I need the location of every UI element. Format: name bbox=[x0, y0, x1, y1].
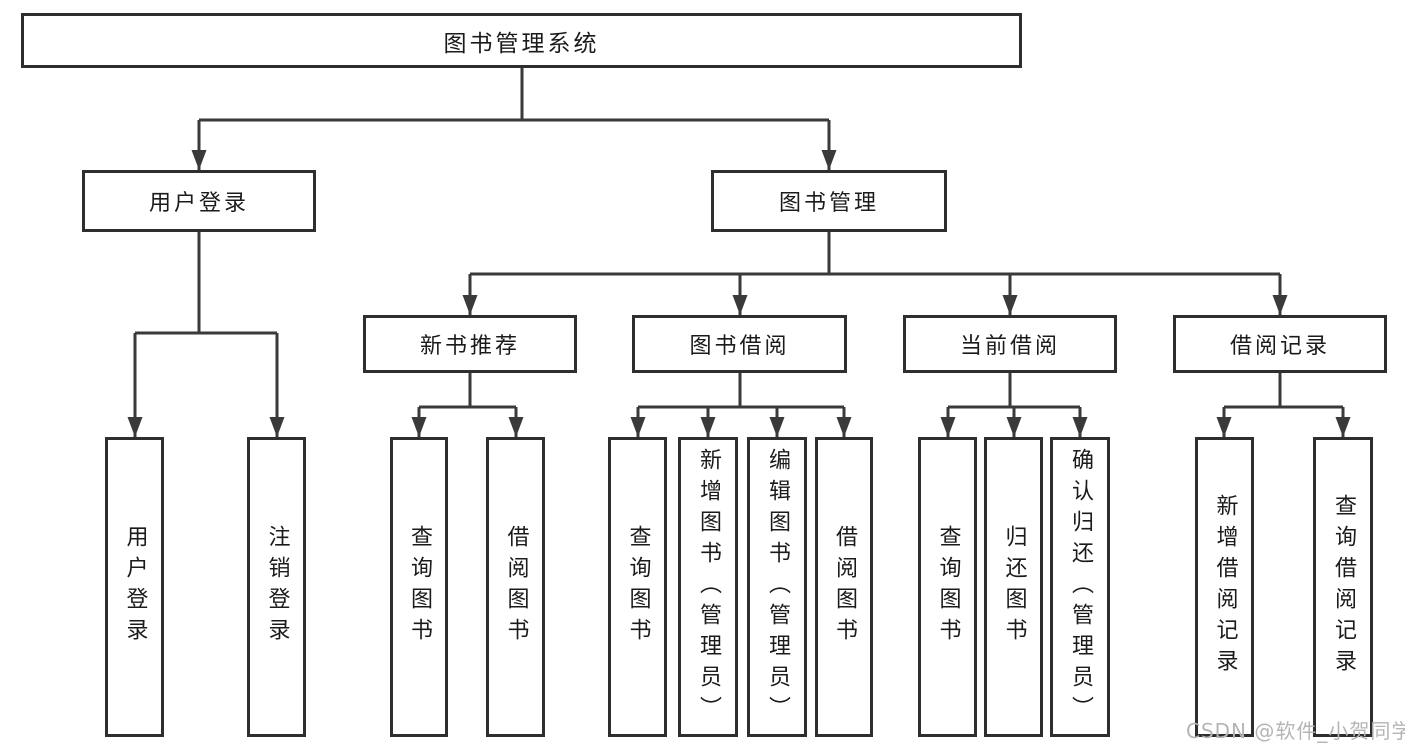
leaf-query-books-recommend: 查询图书 bbox=[390, 437, 448, 737]
leaf-label: 归还图书 bbox=[1001, 525, 1027, 649]
leaf-label: 查询图书 bbox=[935, 525, 961, 649]
leaf-logout: 注销登录 bbox=[247, 437, 306, 737]
leaf-query-books-borrowing: 查询图书 bbox=[608, 437, 667, 737]
node-label: 新书推荐 bbox=[419, 334, 520, 359]
node-label: 图书管理系统 bbox=[443, 30, 600, 57]
leaf-return-book: 归还图书 bbox=[984, 437, 1043, 737]
leaf-label: 编辑图书（管理员） bbox=[765, 447, 790, 727]
leaf-label: 借阅图书 bbox=[503, 525, 529, 649]
leaf-query-borrow-record: 查询借阅记录 bbox=[1313, 437, 1373, 737]
leaf-label: 确认归还（管理员） bbox=[1068, 447, 1093, 727]
csdn-watermark: CSDN @软件_小贺同学 bbox=[1186, 719, 1405, 743]
leaf-label: 新增借阅记录 bbox=[1212, 494, 1238, 680]
node-borrow-records: 借阅记录 bbox=[1173, 315, 1387, 373]
leaf-user-login: 用户登录 bbox=[105, 437, 164, 737]
leaf-label: 新增图书（管理员） bbox=[696, 447, 721, 727]
leaf-add-borrow-record: 新增借阅记录 bbox=[1195, 437, 1254, 737]
node-user-login: 用户登录 bbox=[82, 170, 316, 232]
node-book-borrowing: 图书借阅 bbox=[632, 315, 847, 373]
leaf-confirm-return-admin: 确认归还（管理员） bbox=[1050, 437, 1110, 737]
node-label: 用户登录 bbox=[148, 191, 249, 216]
leaf-query-books-current: 查询图书 bbox=[918, 437, 977, 737]
node-label: 借阅记录 bbox=[1229, 334, 1330, 359]
node-current-borrowing: 当前借阅 bbox=[903, 315, 1117, 373]
node-label: 图书借阅 bbox=[689, 334, 790, 359]
leaf-label: 注销登录 bbox=[264, 525, 290, 649]
node-book-management: 图书管理 bbox=[711, 170, 947, 232]
leaf-borrow-books-recommend: 借阅图书 bbox=[486, 437, 545, 737]
leaf-label: 用户登录 bbox=[122, 525, 148, 649]
node-label: 图书管理 bbox=[778, 191, 879, 216]
leaf-label: 借阅图书 bbox=[832, 525, 857, 649]
leaf-edit-book-admin: 编辑图书（管理员） bbox=[747, 437, 807, 737]
leaf-label: 查询借阅记录 bbox=[1331, 494, 1356, 680]
node-library-management-system: 图书管理系统 bbox=[21, 13, 1022, 68]
node-new-book-recommend: 新书推荐 bbox=[363, 315, 577, 373]
node-label: 当前借阅 bbox=[959, 334, 1060, 359]
leaf-add-book-admin: 新增图书（管理员） bbox=[678, 437, 738, 737]
leaf-borrow-books-borrowing: 借阅图书 bbox=[815, 437, 873, 737]
leaf-label: 查询图书 bbox=[625, 525, 651, 649]
leaf-label: 查询图书 bbox=[407, 525, 432, 649]
